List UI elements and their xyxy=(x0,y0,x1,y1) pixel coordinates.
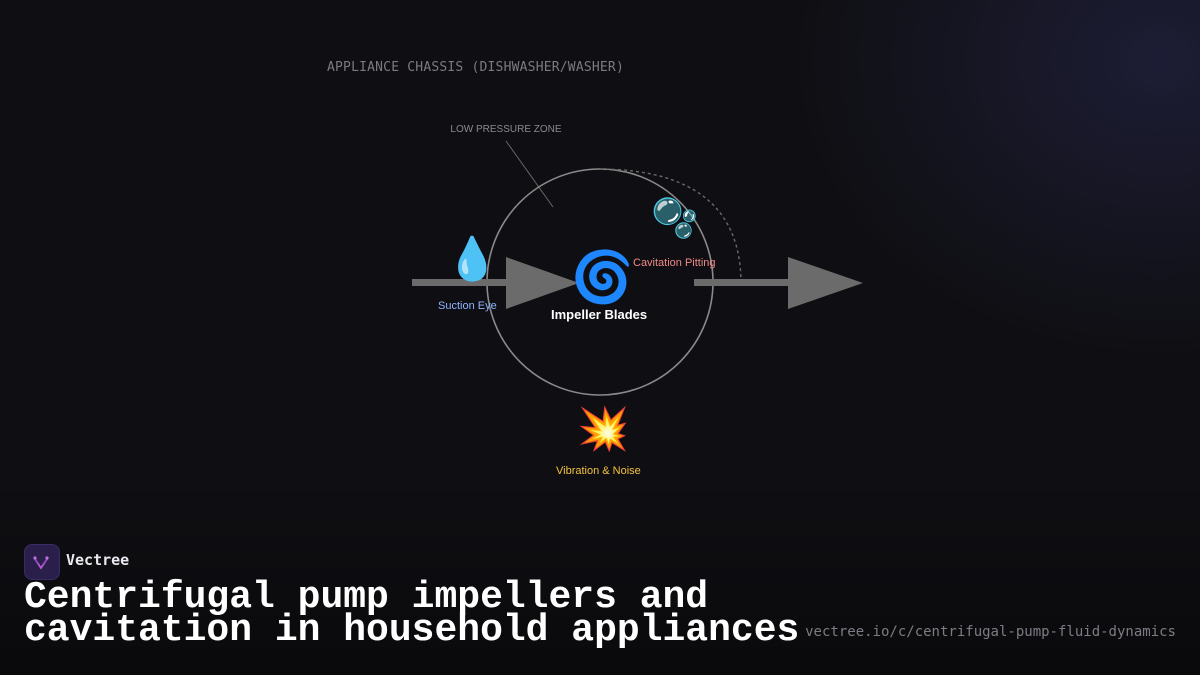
outlet-arrow-head xyxy=(788,257,863,309)
low-pressure-leader-line xyxy=(505,140,554,208)
source-url: vectree.io/c/centrifugal-pump-fluid-dyna… xyxy=(805,624,1176,640)
inlet-arrow-shaft xyxy=(412,279,508,286)
bubbles-icon: 🫧 xyxy=(651,196,699,240)
collision-icon: 💥 xyxy=(577,404,630,453)
cavitation-pitting-label: Cavitation Pitting xyxy=(633,257,716,269)
cavitation-flow-arc xyxy=(599,168,742,283)
vibration-noise-label: Vibration & Noise xyxy=(556,465,641,477)
suction-eye-label: Suction Eye xyxy=(438,300,497,312)
vectree-logo-icon xyxy=(33,556,49,570)
spiral-impeller-icon: 🌀 xyxy=(571,248,634,306)
inlet-arrow-head xyxy=(506,257,579,309)
outlet-arrow-shaft xyxy=(694,279,790,286)
vectree-logo xyxy=(24,544,60,580)
low-pressure-label: LOW PRESSURE ZONE xyxy=(450,124,561,135)
brand-name: Vectree xyxy=(66,551,130,569)
impeller-blades-label: Impeller Blades xyxy=(551,307,648,322)
water-drop-icon: 💧 xyxy=(446,234,499,283)
chassis-label: APPLIANCE CHASSIS (DISHWASHER/WASHER) xyxy=(327,60,624,75)
page-title: Centrifugal pump impellers and cavitatio… xyxy=(24,576,800,652)
